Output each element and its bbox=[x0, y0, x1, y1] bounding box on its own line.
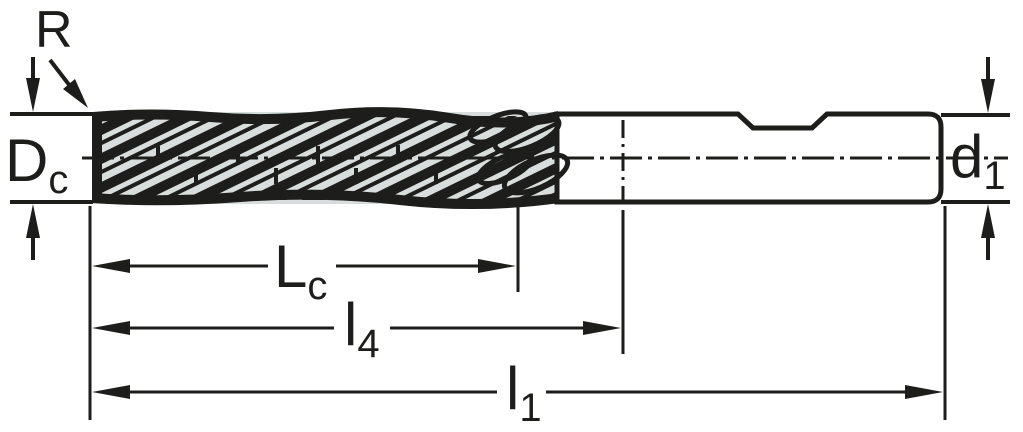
dimension-cutting-edge-length: Lc bbox=[92, 233, 516, 308]
dimension-overall-length: l1 bbox=[92, 355, 943, 430]
dc-arrow-bottom-head bbox=[26, 204, 40, 238]
corner-radius-callout: R bbox=[35, 1, 88, 108]
dimension-l4: l4 bbox=[92, 291, 621, 366]
dimension-shank-diameter: d1 bbox=[941, 57, 1010, 260]
cutter-flute-section bbox=[92, 107, 571, 210]
l1-arrowhead-right bbox=[905, 385, 943, 399]
d1-arrow-top-head bbox=[981, 79, 995, 113]
d1-arrow-bottom-head bbox=[981, 204, 995, 238]
lc-arrowhead-left bbox=[92, 259, 130, 273]
dimension-cutting-diameter: Dc bbox=[5, 57, 93, 260]
flute-tooth-marks bbox=[156, 145, 438, 184]
lc-arrowhead-right bbox=[478, 259, 516, 273]
dc-label: Dc bbox=[5, 127, 68, 202]
r-leader-arrowhead bbox=[63, 79, 88, 108]
l4-arrowhead-right bbox=[583, 321, 621, 335]
shank bbox=[554, 111, 944, 205]
shank-outline-with-notch bbox=[554, 111, 944, 205]
flute-bottom-edge bbox=[92, 189, 560, 210]
l4-label: l4 bbox=[344, 291, 380, 366]
r-leader-stem bbox=[48, 58, 72, 88]
lc-label: Lc bbox=[274, 233, 327, 308]
l4-arrowhead-left bbox=[92, 321, 130, 335]
dc-arrow-top-head bbox=[26, 78, 40, 112]
d1-label: d1 bbox=[950, 123, 1006, 198]
l1-arrowhead-left bbox=[92, 385, 130, 399]
r-label: R bbox=[35, 1, 73, 59]
l1-label: l1 bbox=[506, 355, 542, 430]
